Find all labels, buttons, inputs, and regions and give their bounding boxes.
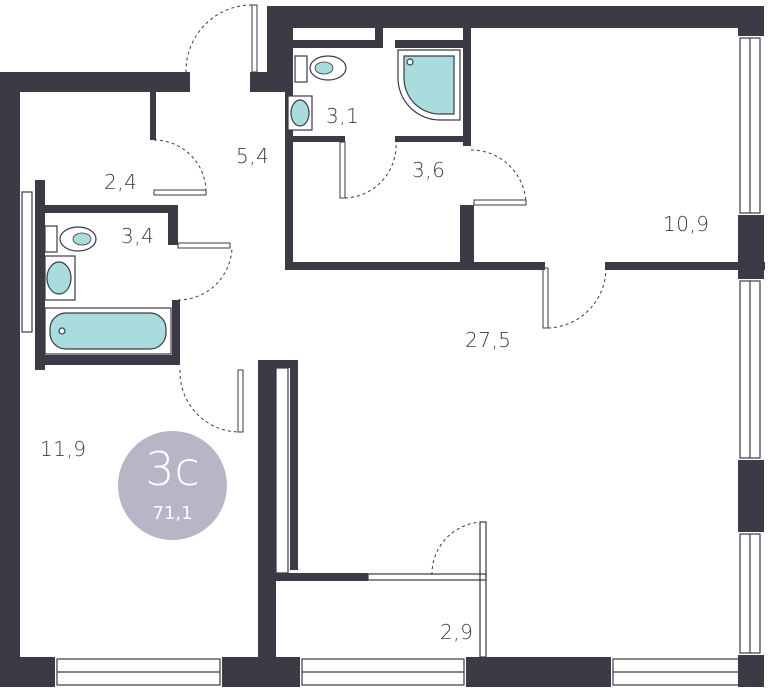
door-swing xyxy=(177,246,233,301)
wall xyxy=(738,460,764,532)
door-swing xyxy=(547,267,607,329)
door-leaf xyxy=(237,369,244,433)
toilet-tank xyxy=(44,225,58,253)
window xyxy=(275,367,289,574)
door-swing xyxy=(431,521,483,576)
shower-drain xyxy=(406,58,414,66)
wall xyxy=(35,205,175,213)
wall xyxy=(738,6,764,36)
wall xyxy=(0,72,20,687)
window xyxy=(367,573,487,581)
wall xyxy=(466,657,611,687)
toilet-seat xyxy=(314,61,334,75)
door-leaf xyxy=(542,267,549,329)
door-swing xyxy=(344,141,397,199)
wall xyxy=(168,205,178,245)
toilet-tank xyxy=(294,55,308,83)
wall xyxy=(463,28,471,146)
bathtub-basin xyxy=(49,312,167,350)
wall xyxy=(375,28,383,48)
wall xyxy=(258,360,276,657)
room-area-storage: 3,6 xyxy=(412,158,446,182)
room-area-bathroom-top: 3,1 xyxy=(326,104,360,128)
wall xyxy=(276,573,368,581)
wall xyxy=(285,262,545,270)
wall xyxy=(35,180,45,192)
wall xyxy=(395,40,465,48)
door-leaf xyxy=(251,4,258,73)
wall xyxy=(172,300,180,365)
wall xyxy=(460,205,474,270)
room-area-hall-small: 2,4 xyxy=(104,170,138,194)
wall xyxy=(0,72,190,92)
wall xyxy=(267,6,285,92)
bathtub-drain xyxy=(58,327,66,335)
wall xyxy=(748,657,764,687)
window xyxy=(479,521,487,658)
windows xyxy=(21,37,761,686)
wall xyxy=(222,657,300,687)
room-area-balcony: 2,9 xyxy=(440,620,474,644)
door-swing xyxy=(153,139,207,193)
walls xyxy=(0,6,765,687)
wall xyxy=(35,355,180,365)
door-leaf xyxy=(153,189,207,196)
wall xyxy=(285,28,293,268)
shower-basin xyxy=(403,55,455,115)
door-swing xyxy=(179,369,241,433)
wall xyxy=(150,92,156,140)
room-area-living-kitchen: 27,5 xyxy=(465,328,512,352)
wall xyxy=(285,40,375,48)
door-swing xyxy=(185,4,253,73)
toilet-seat xyxy=(72,232,92,246)
apartment-type: 3с xyxy=(145,442,200,496)
wall xyxy=(276,360,298,368)
fixtures xyxy=(44,49,461,355)
wall xyxy=(290,360,298,570)
window xyxy=(21,191,33,333)
room-area-bedroom-left: 11,9 xyxy=(40,437,87,461)
sink-basin xyxy=(290,99,310,127)
door-leaf xyxy=(177,242,231,249)
room-area-bathroom-left: 3,4 xyxy=(121,224,155,248)
apartment-badge: 3с 71,1 xyxy=(118,431,227,540)
door-leaf xyxy=(339,141,346,199)
wall xyxy=(0,657,55,687)
door-leaf xyxy=(473,199,527,206)
wall xyxy=(395,136,471,142)
apartment-total-area: 71,1 xyxy=(152,503,193,524)
doors xyxy=(153,4,607,576)
wall xyxy=(605,262,765,270)
wall xyxy=(285,136,345,142)
sink-basin xyxy=(46,261,72,295)
wall xyxy=(267,6,764,28)
room-area-bedroom-right: 10,9 xyxy=(663,212,710,236)
wall xyxy=(35,180,45,370)
room-area-corridor: 5,4 xyxy=(236,144,270,168)
door-swing xyxy=(470,149,527,205)
